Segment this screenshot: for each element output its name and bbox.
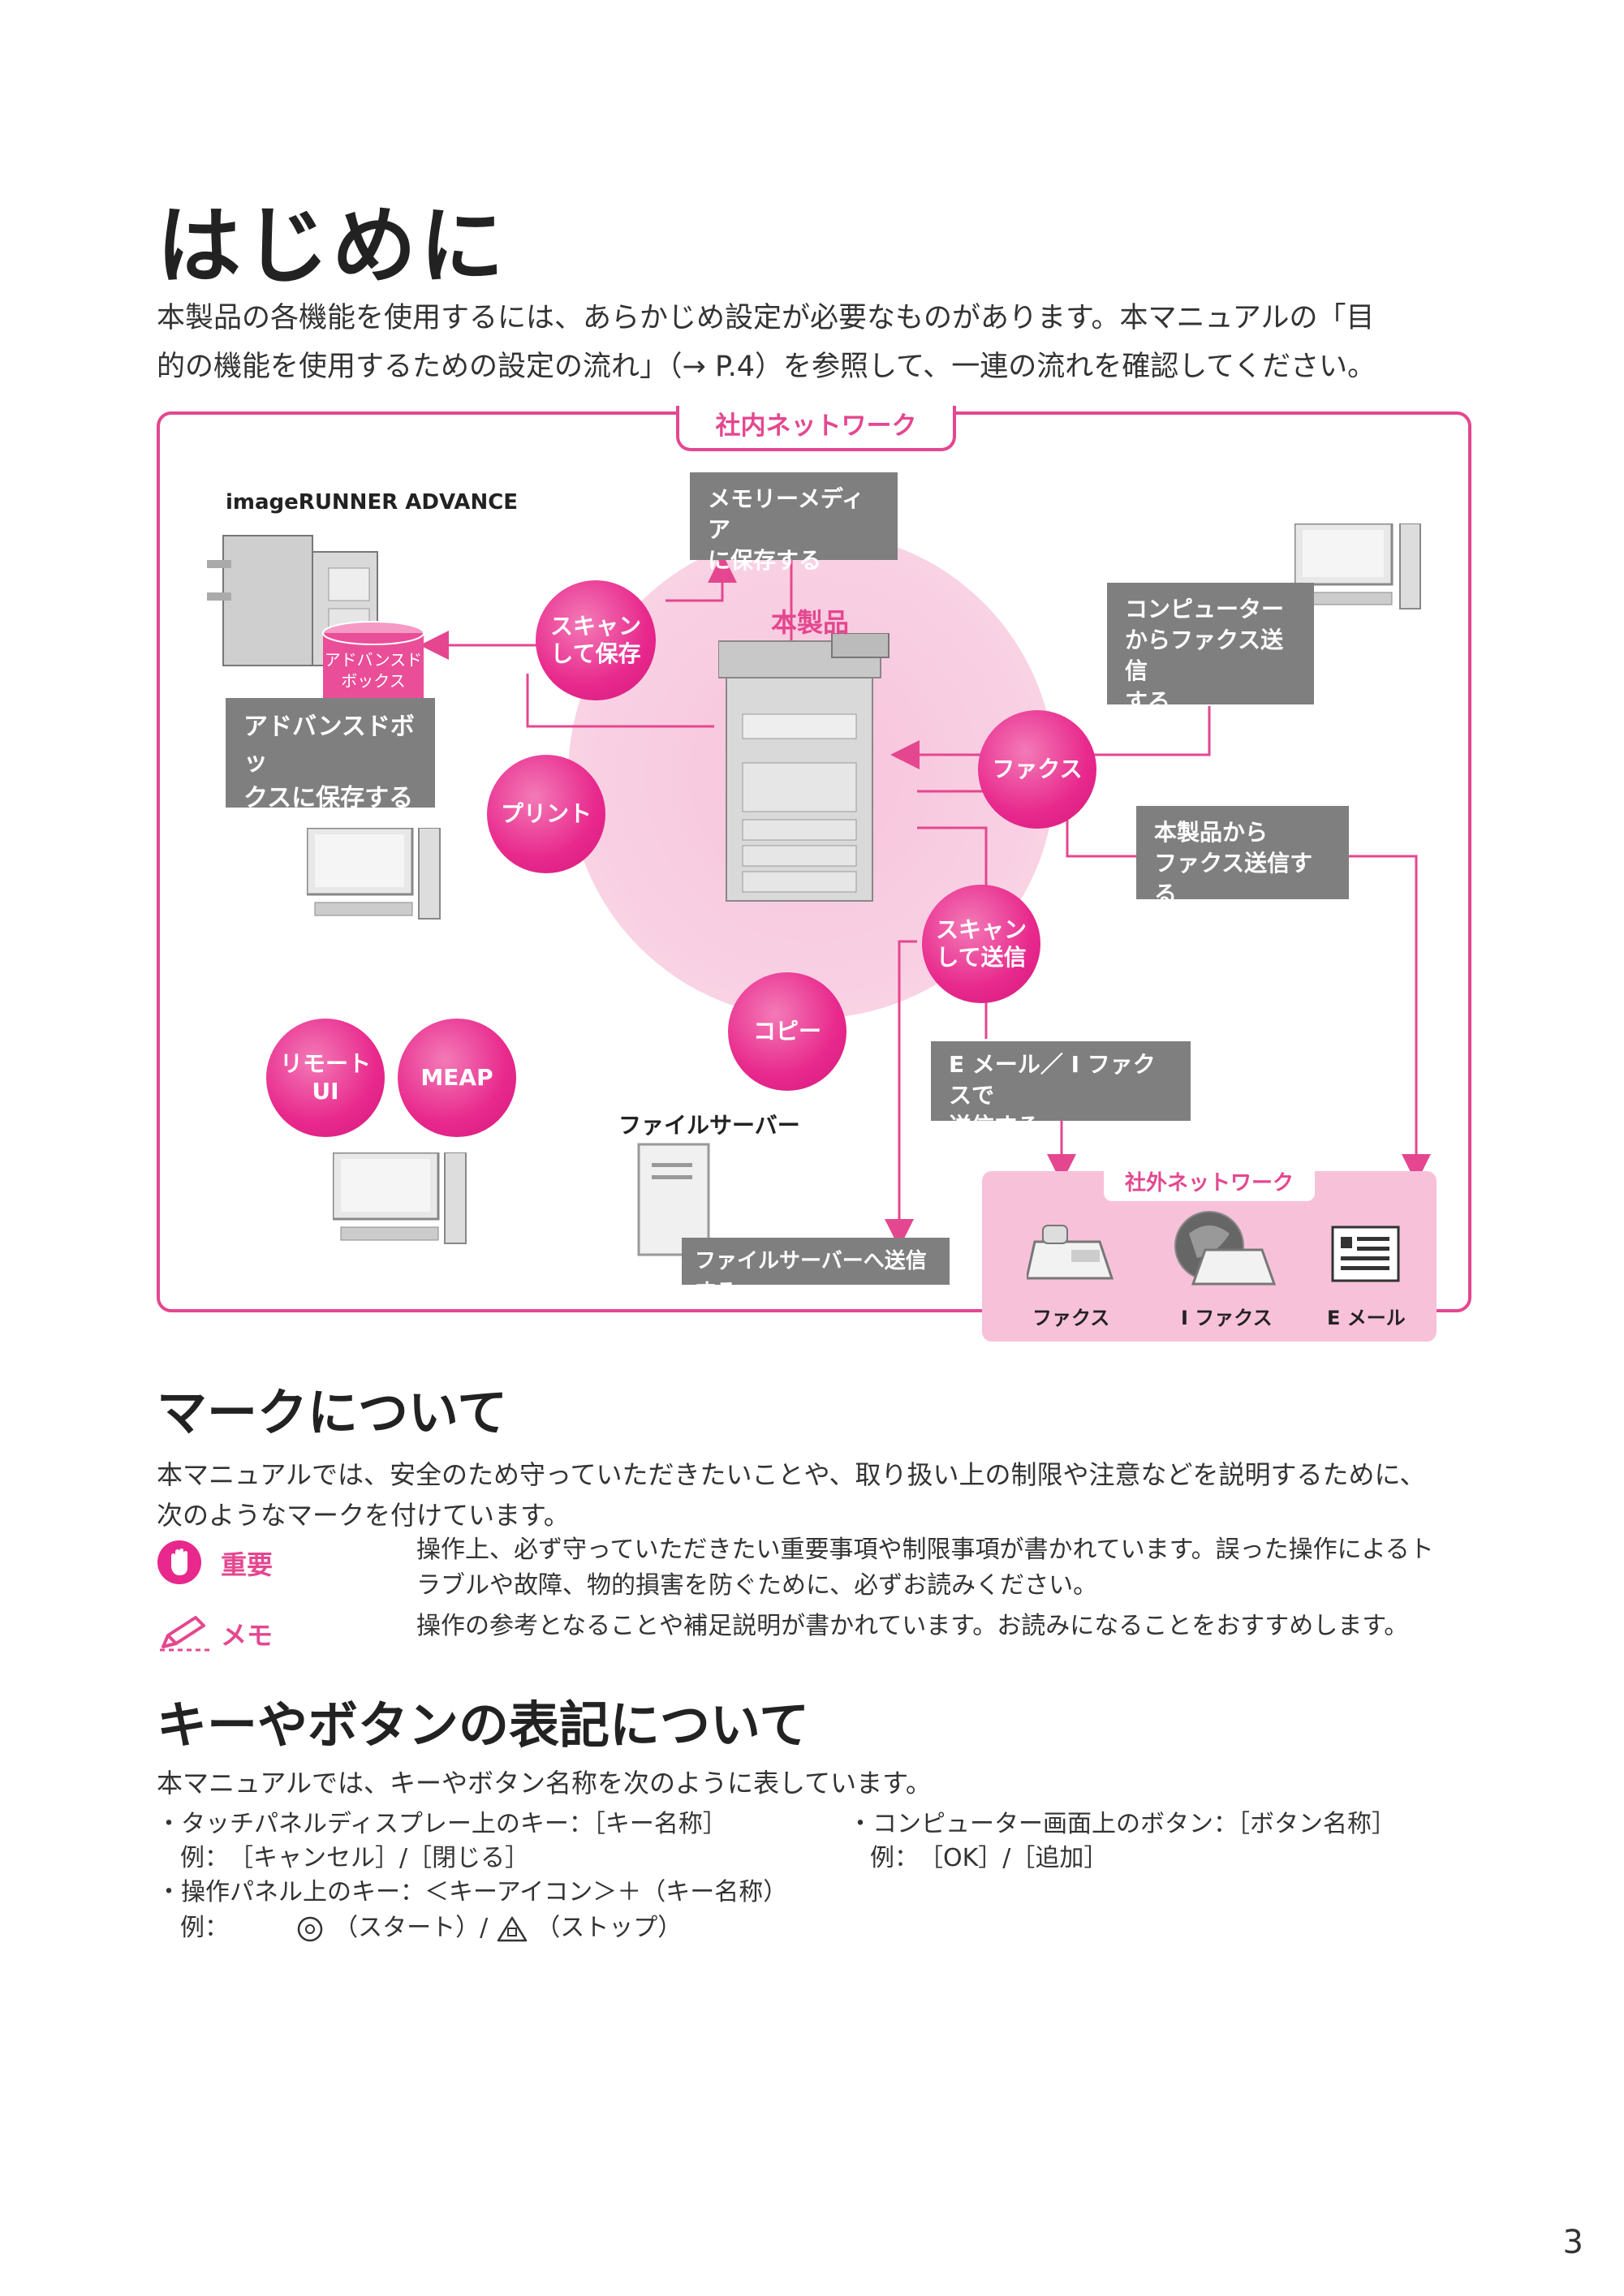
internal-network-label: 社内ネットワーク xyxy=(676,406,956,451)
print-bubble: プリント xyxy=(487,755,605,873)
file-server-icon xyxy=(637,1143,710,1256)
memo-description: 操作の参考となることや補足説明が書かれています。お読みになることをおすすめします… xyxy=(416,1612,1409,1640)
marks-heading: マークについて xyxy=(157,1383,508,1442)
page-title: はじめに xyxy=(157,196,508,295)
file-server-send-box: ファイルサーバーへ送信する xyxy=(682,1238,950,1304)
scan-save-bubble: スキャンして保存 xyxy=(536,580,656,700)
keys-intro: 本マニュアルでは、キーやボタン名称を次のように表しています。 xyxy=(157,1768,932,1798)
operation-panel-key-rule: ・操作パネル上のキー：＜キーアイコン＞＋（キー名称） xyxy=(157,1878,788,1906)
product-fax-box: 本製品から ファクス送信する xyxy=(1136,806,1349,907)
memory-media-box: メモリーメディア に保存する xyxy=(690,472,898,574)
email-ifax-box: E メール／ I ファクスで 送信する xyxy=(931,1041,1191,1139)
marks-intro: 本マニュアルでは、安全のため守っていただきたいことや、取り扱い上の制限や注意など… xyxy=(157,1459,1426,1531)
memo-label: メモ xyxy=(221,1620,274,1651)
email-icon xyxy=(1331,1226,1400,1282)
ext-email-label: E メール xyxy=(1327,1307,1406,1329)
keys-heading: キーやボタンの表記について xyxy=(157,1695,810,1755)
operation-panel-key-example: 例： （スタート）/ （ストップ） xyxy=(180,1914,683,1942)
memo-pencil-icon xyxy=(160,1616,210,1652)
important-hand-icon xyxy=(157,1540,201,1584)
advanced-box-box: アドバンスドボッ クスに保存する xyxy=(226,698,435,812)
mfp-printer-icon xyxy=(718,633,890,902)
this-product-label: 本製品 xyxy=(771,607,850,638)
fax-machine-icon xyxy=(1027,1225,1114,1280)
important-description: 操作上、必ず守っていただきたい重要事項や制限事項が書かれています。誤った操作によ… xyxy=(416,1536,1434,1600)
page-number: 3 xyxy=(1562,2224,1583,2261)
pc-fax-box: コンピューター からファクス送信 する xyxy=(1107,583,1314,715)
start-key-icon xyxy=(297,1916,322,1941)
stop-key-icon xyxy=(497,1916,527,1941)
scan-send-bubble: スキャンして送信 xyxy=(922,885,1040,1003)
fax-bubble: ファクス xyxy=(978,710,1096,829)
file-server-label: ファイルサーバー xyxy=(618,1112,800,1139)
computer-icon xyxy=(333,1152,467,1244)
touch-panel-key-example: 例： ［キャンセル］/［閉じる］ xyxy=(180,1844,530,1872)
touch-panel-key-rule: ・タッチパネルディスプレー上のキー：［キー名称］ xyxy=(157,1810,727,1838)
external-network-label: 社外ネットワーク xyxy=(1104,1167,1315,1201)
ext-fax-label: ファクス xyxy=(1032,1307,1110,1329)
computer-button-example: 例： ［OK］/［追加］ xyxy=(870,1844,1109,1872)
important-label: 重要 xyxy=(221,1549,274,1580)
computer-icon xyxy=(307,828,441,920)
meap-bubble: MEAP xyxy=(398,1019,516,1137)
ext-ifax-label: I ファクス xyxy=(1181,1307,1273,1329)
copy-bubble: コピー xyxy=(728,972,846,1091)
intro-paragraph: 本製品の各機能を使用するには、あらかじめ設定が必要なものがあります。本マニュアル… xyxy=(157,302,1376,383)
computer-button-rule: ・コンピューター画面上のボタン：［ボタン名称］ xyxy=(848,1810,1396,1838)
advanced-box-cylinder-label: アドバンスド ボックス xyxy=(324,650,423,691)
ifax-globe-icon xyxy=(1174,1211,1277,1286)
computer-icon xyxy=(1294,523,1421,610)
product-name-label: imageRUNNER ADVANCE xyxy=(226,490,519,515)
